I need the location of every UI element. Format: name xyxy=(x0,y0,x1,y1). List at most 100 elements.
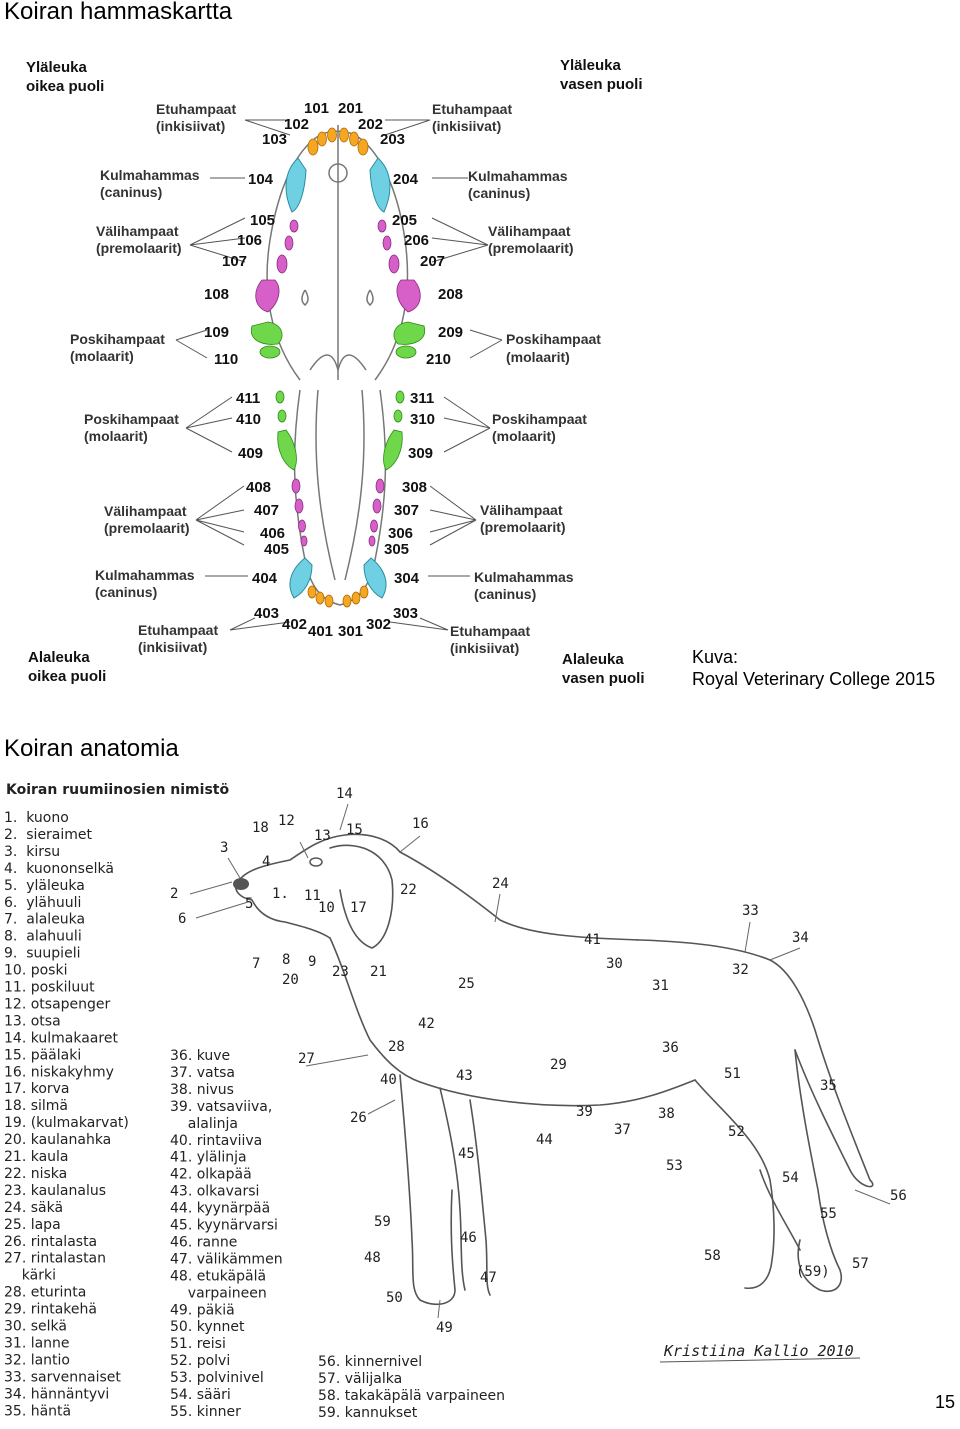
anatomy-list-item: 1. kuono xyxy=(4,810,69,826)
callout-44: 44 xyxy=(536,1132,553,1148)
callout-9: 9 xyxy=(308,954,316,970)
callout-45: 45 xyxy=(458,1146,475,1162)
num-311: 311 xyxy=(410,390,434,407)
anatomy-list-item: 14. kulmakaaret xyxy=(4,1030,118,1046)
callout-33: 33 xyxy=(742,903,759,919)
callout-30: 30 xyxy=(606,956,623,972)
tooth-201 xyxy=(339,127,349,143)
label-canine-ll-1: Kulmahammas xyxy=(474,569,574,585)
anatomy-list-item: 13. otsa xyxy=(4,1013,61,1029)
callout-20: 20 xyxy=(282,972,299,988)
anatomy-list-item: kärki xyxy=(4,1268,56,1284)
anatomy-list-item: 31. lanne xyxy=(4,1335,70,1351)
anatomy-list-item: varpaineen xyxy=(170,1285,267,1301)
callout-11: 11 xyxy=(304,888,321,904)
quadrant-lower-right-line1: Alaleuka xyxy=(28,649,90,666)
num-204: 204 xyxy=(393,171,419,188)
anatomy-list-item: 32. lantio xyxy=(4,1352,70,1368)
callout-5: 5 xyxy=(245,896,253,912)
image-credit: Kuva: Royal Veterinary College 2015 xyxy=(692,646,935,690)
quadrant-lower-left-line1: Alaleuka xyxy=(562,651,624,668)
label-molars-ur-1: Poskihampaat xyxy=(70,331,165,347)
anatomy-list-item: alalinja xyxy=(170,1116,238,1132)
tooth-107 xyxy=(276,254,288,274)
anatomy-callouts: 1. 2 3 4 5 6 7 8 9 10 11 12 13 14 15 16 … xyxy=(170,786,907,1336)
anatomy-list-item: 18. silmä xyxy=(4,1098,68,1114)
tooth-106 xyxy=(284,235,294,251)
num-409: 409 xyxy=(238,445,263,462)
anatomy-list-item: 7. alaleuka xyxy=(4,912,85,928)
num-407: 407 xyxy=(254,502,279,519)
callout-52: 52 xyxy=(728,1124,745,1140)
callout-31: 31 xyxy=(652,978,669,994)
tooth-109 xyxy=(250,321,283,345)
callout-16: 16 xyxy=(412,816,429,832)
callout-10: 10 xyxy=(318,900,335,916)
callout-22: 22 xyxy=(400,882,417,898)
anatomy-list-item: 23. kaulanalus xyxy=(4,1183,106,1199)
num-410: 410 xyxy=(236,411,261,428)
anatomy-list-item: 50. kynnet xyxy=(170,1319,245,1335)
anatomy-list-item: 36. kuve xyxy=(170,1048,230,1064)
num-302: 302 xyxy=(366,616,391,633)
anatomy-title: Koiran anatomia xyxy=(4,735,179,762)
label-incisors-ll-1: Etuhampaat xyxy=(450,623,530,639)
tooth-207 xyxy=(388,254,400,274)
label-molars-ul-1: Poskihampaat xyxy=(506,331,601,347)
label-molars-lr-2: (molaarit) xyxy=(84,428,148,444)
num-102: 102 xyxy=(284,116,309,133)
label-canine-lr-1: Kulmahammas xyxy=(95,567,195,583)
num-303: 303 xyxy=(393,605,418,622)
callout-42: 42 xyxy=(418,1016,435,1032)
num-309: 309 xyxy=(408,445,433,462)
num-205: 205 xyxy=(392,212,417,229)
num-107: 107 xyxy=(222,253,247,270)
num-408: 408 xyxy=(246,479,271,496)
upper-tooth-numbers: 101 102 103 104 105 106 107 108 109 110 … xyxy=(204,100,463,368)
num-203: 203 xyxy=(380,131,405,148)
tooth-204 xyxy=(369,157,391,213)
anatomy-list-item: 52. polvi xyxy=(170,1353,230,1369)
tooth-208 xyxy=(396,279,421,313)
callout-50: 50 xyxy=(386,1290,403,1306)
num-405: 405 xyxy=(264,541,289,558)
label-canine-ur-2: (caninus) xyxy=(100,184,162,200)
callout-51: 51 xyxy=(724,1066,741,1082)
num-307: 307 xyxy=(394,502,419,519)
tooth-303 xyxy=(359,585,369,599)
callout-15: 15 xyxy=(346,822,363,838)
nose-icon xyxy=(233,878,249,890)
callout-25: 25 xyxy=(458,976,475,992)
dental-leader-lines xyxy=(175,119,503,631)
num-207: 207 xyxy=(420,253,445,270)
anatomy-list-item: 53. polvinivel xyxy=(170,1370,264,1386)
anatomy-list-item: 55. kinner xyxy=(170,1404,241,1420)
num-105: 105 xyxy=(250,212,275,229)
upper-molars xyxy=(250,321,426,359)
num-304: 304 xyxy=(394,570,420,587)
num-201: 201 xyxy=(338,100,363,117)
label-incisors-ul-1: Etuhampaat xyxy=(432,101,512,117)
credit-label: Kuva: xyxy=(692,647,739,667)
anatomy-list-item: 6. ylähuuli xyxy=(4,895,81,911)
anatomy-list-item: 59. kannukset xyxy=(318,1405,418,1421)
anatomy-list-item: 38. nivus xyxy=(170,1082,234,1098)
callout-29: 29 xyxy=(550,1057,567,1073)
callout-56: 56 xyxy=(890,1188,907,1204)
quadrant-lower-left-line2: vasen puoli xyxy=(562,670,645,687)
callout-23: 23 xyxy=(332,964,349,980)
anatomy-list-item: 45. kyynärvarsi xyxy=(170,1218,278,1234)
label-incisors-ul-2: (inkisiivat) xyxy=(432,118,501,134)
label-incisors-ur-2: (inkisiivat) xyxy=(156,118,225,134)
label-molars-lr-1: Poskihampaat xyxy=(84,411,179,427)
callout-13: 13 xyxy=(314,828,331,844)
label-premolars-ll-1: Välihampaat xyxy=(480,502,563,518)
dental-chart-diagram: Yläleuka oikea puoli Yläleuka vasen puol… xyxy=(26,57,645,687)
callout-26: 26 xyxy=(350,1110,367,1126)
tooth-203 xyxy=(357,138,369,156)
tooth-404 xyxy=(289,557,313,599)
callout-49: 49 xyxy=(436,1320,453,1336)
tooth-302 xyxy=(351,591,361,605)
